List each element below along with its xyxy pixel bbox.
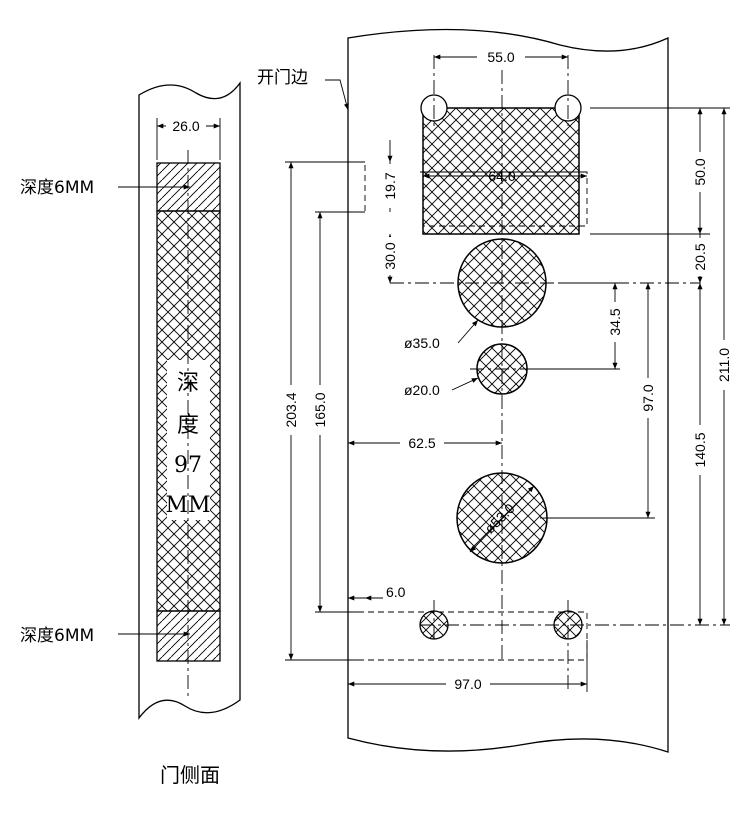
dim-6: 6.0 [386, 584, 406, 600]
hole-20-label: ø20.0 [404, 382, 440, 398]
door-edge-label: 开门边 [257, 68, 308, 88]
dim-62-5: 62.5 [408, 435, 435, 451]
side-top-depth-label: 深度6MM [20, 178, 94, 198]
dim-50: 50.0 [692, 158, 708, 185]
dim-55: 55.0 [487, 49, 514, 65]
dim-203-4: 203.4 [283, 392, 299, 427]
side-depth-char-4: MM [165, 493, 210, 518]
dim-211: 211.0 [716, 348, 732, 382]
dim-140-5: 140.5 [692, 432, 708, 467]
dim-20-5: 20.5 [692, 243, 708, 270]
dim-97-h: 97.0 [454, 676, 481, 692]
dim-30: 30.0 [382, 242, 398, 269]
side-width-dim: 26.0 [172, 118, 199, 134]
dim-97-v: 97.0 [640, 384, 656, 411]
side-view-caption: 门侧面 [160, 763, 220, 787]
hole-35-label: ø35.0 [404, 335, 440, 351]
dim-19-7: 19.7 [382, 172, 398, 199]
side-depth-char-1: 深 [177, 371, 199, 396]
side-label-backdrop [167, 360, 210, 520]
side-view [118, 80, 241, 720]
top-latch-pocket [422, 107, 580, 235]
side-bottom-depth-label: 深度6MM [20, 626, 94, 646]
front-view [285, 28, 730, 753]
dim-165: 165.0 [312, 392, 328, 427]
side-depth-char-2: 度 [177, 413, 199, 438]
side-bottom-pocket [156, 610, 221, 662]
side-depth-char-3: 97 [174, 453, 202, 478]
dim-34-5: 34.5 [607, 308, 623, 335]
dim-64: 64.0 [488, 168, 515, 184]
